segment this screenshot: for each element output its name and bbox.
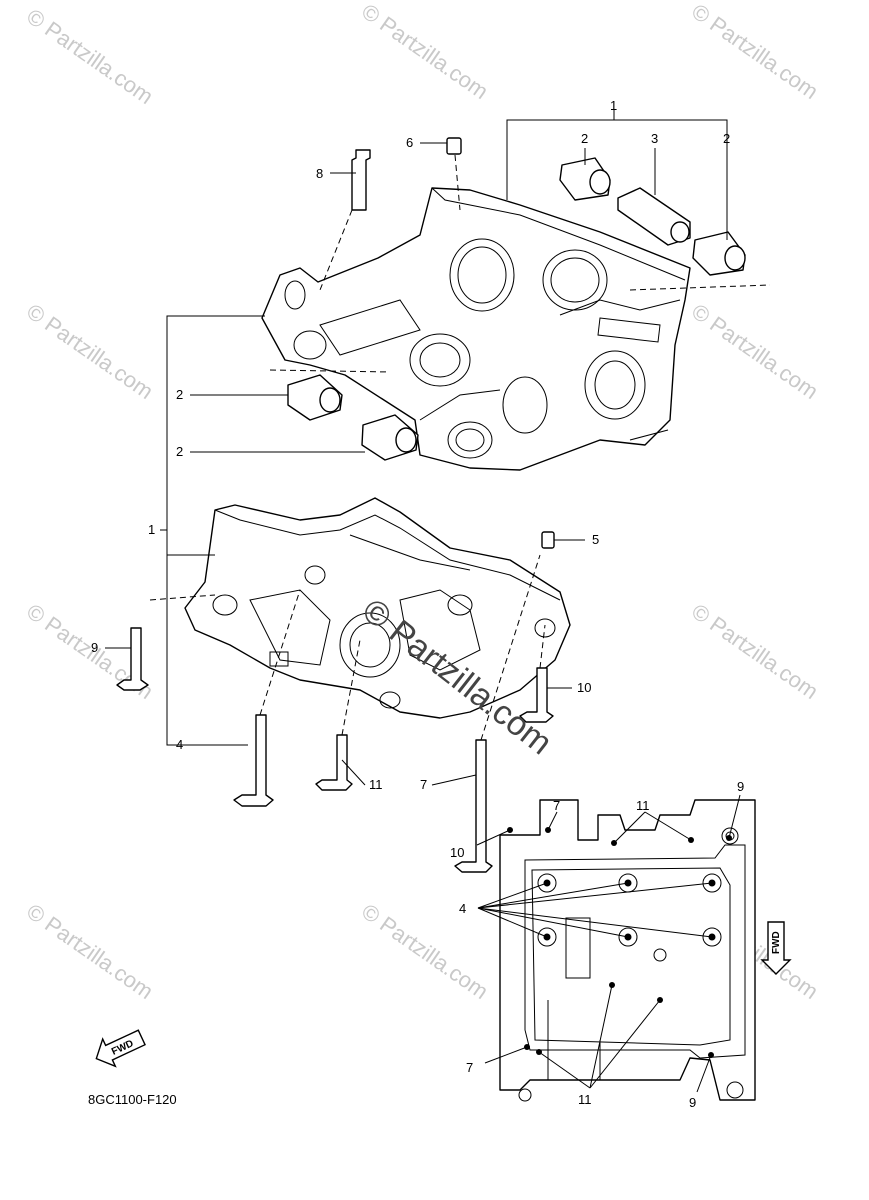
fwd-label: FWD: [771, 931, 782, 954]
callout-2: 2: [176, 444, 183, 459]
callout-11: 11: [369, 777, 383, 792]
bushings-group: [287, 137, 746, 549]
callout-2: 2: [723, 131, 730, 146]
callout-6: 6: [406, 135, 413, 150]
bolts-group: [116, 149, 554, 873]
drawing-code: 8GC1100-F120: [88, 1092, 177, 1107]
callout-3: 3: [651, 131, 658, 146]
watermark-text: © Partzilla.com: [687, 0, 823, 104]
watermark-text: © Partzilla.com: [357, 0, 493, 104]
callout-4: 4: [176, 737, 183, 752]
callout-11: 11: [636, 798, 650, 813]
bottom-view-inset: [476, 794, 756, 1102]
fwd-arrow-bottom-left: FWD: [95, 1029, 146, 1068]
watermark-text: © Partzilla.com: [357, 899, 493, 1005]
callout-4: 4: [459, 901, 466, 916]
callout-1: 1: [148, 522, 155, 537]
leader-lines: [105, 110, 771, 786]
callout-9: 9: [689, 1095, 696, 1110]
watermark-text: © Partzilla.com: [22, 899, 158, 1005]
callout-5: 5: [592, 532, 599, 547]
fwd-arrow-right: FWD: [760, 921, 792, 975]
watermark-text: © Partzilla.com: [687, 299, 823, 405]
callout-9: 9: [91, 640, 98, 655]
callout-9: 9: [737, 779, 744, 794]
upper-crankcase: [261, 187, 691, 471]
callout-11: 11: [578, 1092, 592, 1107]
callout-1: 1: [610, 98, 617, 113]
callout-8: 8: [316, 166, 323, 181]
callout-7: 7: [466, 1060, 473, 1075]
callout-7: 7: [553, 798, 560, 813]
watermark-text: © Partzilla.com: [687, 599, 823, 705]
callout-2: 2: [176, 387, 183, 402]
callout-10: 10: [577, 680, 591, 695]
callout-labels: 1 2 3 2 6 8 2 2 1 5 9 10 4 11 7 7 11 9 1…: [91, 98, 744, 1110]
watermark-text: © Partzilla.com: [22, 299, 158, 405]
callout-2: 2: [581, 131, 588, 146]
callout-10: 10: [450, 845, 464, 860]
watermark-text: © Partzilla.com: [22, 4, 158, 110]
lower-crankcase: [184, 497, 571, 719]
callout-7: 7: [420, 777, 427, 792]
